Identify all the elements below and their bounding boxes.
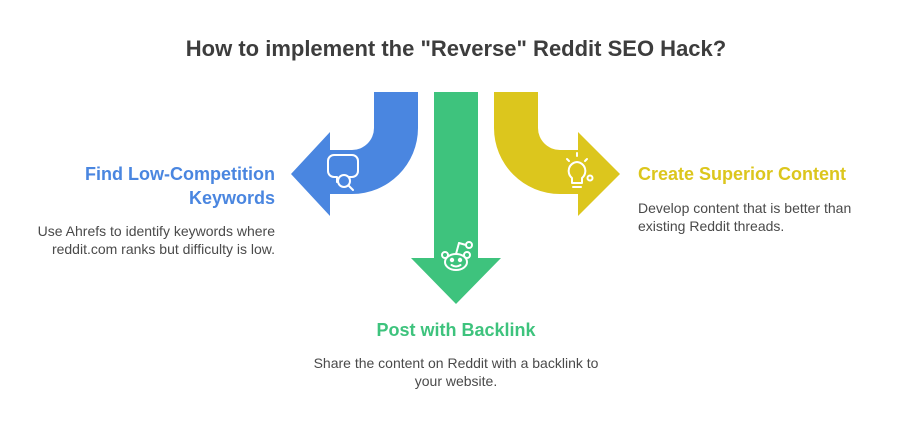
step-find-keywords-description: Use Ahrefs to identify keywords where re… [37,223,275,257]
arrow-find-keywords [291,92,418,216]
arrow-create-content [494,92,620,216]
step-post-backlink-description: Share the content on Reddit with a backl… [313,355,599,389]
step-create-content-heading: Create Superior Content [638,164,847,184]
search-chat-icon [327,154,359,191]
arrow-post-backlink [411,92,501,304]
reddit-icon [441,241,473,271]
step-post-backlink-heading: Post with Backlink [376,320,536,340]
page-title: How to implement the "Reverse" Reddit SE… [185,36,727,61]
lightbulb-icon [566,152,594,188]
step-find-keywords-heading: Find Low-Competition Keywords [85,164,275,208]
step-create-content-description: Develop content that is better than exis… [638,200,852,234]
